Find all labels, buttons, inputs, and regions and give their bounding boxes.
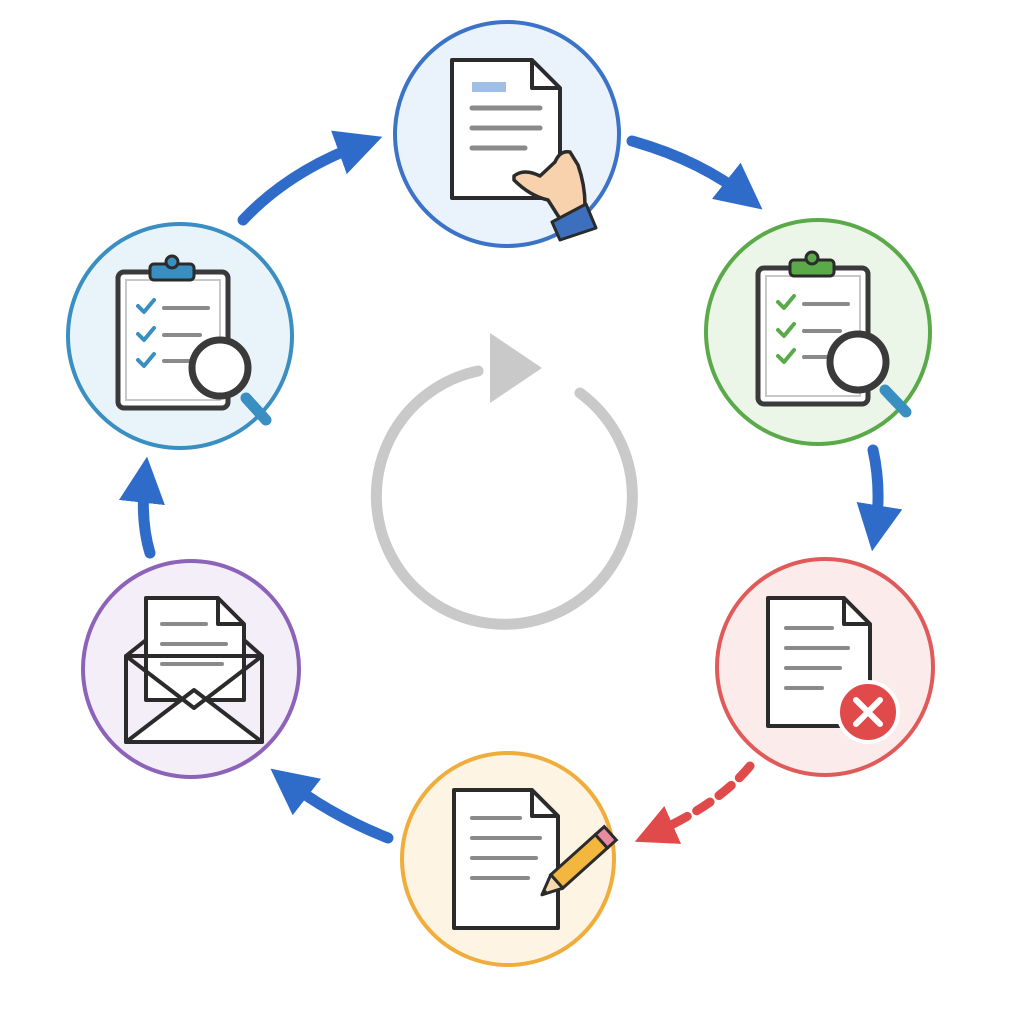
node-revise (400, 751, 619, 967)
document-x-icon (766, 596, 900, 744)
clipboard-magnifier-icon (755, 250, 912, 418)
arrow-recheck-to-submit (237, 130, 383, 226)
node-reject (715, 557, 935, 777)
node-submit (393, 20, 621, 248)
arrow-review-to-reject (856, 444, 903, 552)
node-review (704, 218, 932, 446)
document-hand-icon (450, 58, 598, 242)
document-pencil-icon (452, 788, 619, 930)
arrow-revise-to-resubmit (270, 768, 394, 844)
envelope-document-icon (124, 596, 264, 744)
clipboard-magnifier-icon (115, 254, 272, 426)
node-recheck (66, 222, 294, 450)
cycle-refresh-icon (370, 333, 638, 630)
node-resubmit (81, 559, 301, 779)
arrow-reject-to-revise (634, 761, 755, 844)
arrow-resubmit-to-recheck (118, 456, 165, 559)
arrow-submit-to-review (626, 135, 763, 210)
